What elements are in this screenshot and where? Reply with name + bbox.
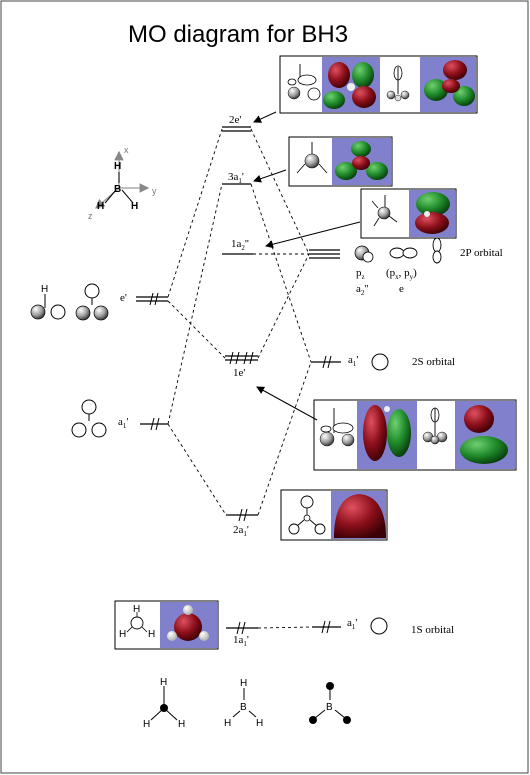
e-label: e (399, 283, 404, 295)
diagram-title: MO diagram for BH3 (128, 21, 348, 48)
bh3-structure-2: H B H H (224, 678, 263, 729)
mo-2a1-level: 2a1' (226, 508, 258, 538)
s-orbital-1s-icon (370, 617, 388, 635)
a2pp-label: a2'' (356, 283, 368, 297)
axis-z-label: z (88, 211, 93, 221)
axes-h-right: H (131, 201, 138, 212)
svg-text:H: H (178, 719, 185, 730)
orbital-1s-label: 1S orbital (411, 624, 454, 636)
ligand-e-label: e' (120, 292, 127, 304)
svg-text:B: B (326, 702, 333, 713)
mo-1a2-level: 1a2'' (222, 238, 253, 255)
ligand-e-electrons (149, 292, 159, 306)
pxpy-orbital-icon (389, 247, 405, 259)
axes-symbol: x y z H B H H (88, 145, 157, 221)
boron-1s-group: a1' 1S orbital (312, 617, 454, 636)
bh3-structure-3: B (309, 682, 351, 724)
svg-text:B: B (240, 702, 247, 713)
mo-3a1-level: 3a1' (222, 171, 251, 185)
boron-2p-group: 2P orbital pz (px, py) a2'' e (309, 237, 503, 297)
mo-2a1-electrons (238, 508, 248, 522)
ligand-a1-electrons (150, 417, 160, 431)
svg-text:H: H (240, 678, 247, 689)
s-orbital-2s-icon (371, 353, 389, 371)
mo-1e-picture (256, 386, 517, 471)
mo-1e-electrons (229, 351, 254, 365)
p-vertical-icon (432, 237, 442, 253)
sketch-h-top: H (133, 604, 140, 615)
mo-1a1-level: 1a1' (226, 621, 258, 648)
orbital-2p-label: 2P orbital (460, 247, 503, 259)
mo-2a1-label: 2a1' (233, 524, 249, 538)
pxpy-label: (px, py) (386, 267, 417, 281)
mo-1a2-picture (265, 188, 457, 249)
mo-2a1-picture (280, 489, 388, 541)
mo-3a1-label: 3a1' (228, 171, 244, 185)
mo-1a1-picture: H H H (114, 600, 219, 650)
axes-b-center: B (114, 184, 121, 195)
boron-2s-a1-label: a1' (348, 354, 358, 368)
bh3-structure-1: H H H (143, 677, 185, 730)
svg-text:H: H (224, 718, 231, 729)
svg-text:H: H (256, 718, 263, 729)
mo-1a2-label: 1a2'' (231, 238, 249, 252)
ligand-e-group: H e' (30, 283, 168, 321)
mo-1a1-electrons (236, 621, 246, 635)
boron-1s-a1-label: a1' (347, 617, 357, 631)
mo-1a1-label: 1a1' (233, 634, 249, 648)
axes-h-left: H (97, 201, 104, 212)
ligand-a1-group: a1' (71, 399, 168, 438)
axis-x-label: x (124, 145, 129, 155)
pz-label: pz (356, 267, 365, 281)
mo-1e-label: 1e' (233, 367, 245, 379)
boron-2s-group: a1' 2S orbital (311, 353, 455, 371)
mo-2e-label: 2e' (229, 114, 241, 126)
svg-text:H: H (143, 719, 150, 730)
ligand-a1-label: a1' (118, 416, 128, 430)
axes-h-top: H (114, 161, 121, 172)
axis-y-label: y (152, 186, 157, 196)
orbital-2s-label: 2S orbital (412, 356, 455, 368)
mo-3a1-picture (253, 136, 393, 187)
mo-2e-level: 2e' (222, 114, 251, 132)
svg-text:H: H (41, 284, 48, 295)
mo-1e-level: 1e' (225, 351, 258, 379)
svg-text:H: H (160, 677, 167, 688)
sketch-h-left: H (119, 629, 126, 640)
correlation-lines (167, 128, 313, 629)
sketch-h-right: H (148, 629, 155, 640)
mo-2e-picture (253, 55, 478, 123)
